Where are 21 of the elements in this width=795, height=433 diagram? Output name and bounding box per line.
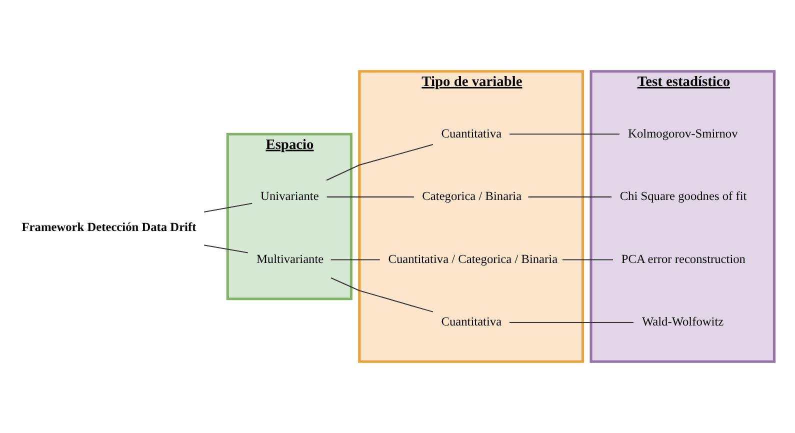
node-text: Cuantitativa / Categorica / Binaria: [388, 252, 558, 266]
node-text: Cuantitativa: [440, 126, 502, 140]
connector: [326, 144, 433, 181]
node-text: Wald-Wolfowitz: [641, 314, 724, 329]
node-text: Kolmogorov-Smirnov: [628, 126, 738, 140]
connector: [562, 259, 613, 260]
connector: [330, 259, 380, 260]
node-text: Framework Detección Data Drift: [21, 220, 196, 234]
connector: [509, 322, 633, 324]
node-text: Univariante: [260, 189, 318, 204]
node-text: Categorica / Binaria: [422, 189, 522, 204]
connector: [203, 202, 252, 213]
node-text: Cuantitativa: [440, 314, 502, 329]
connector: [330, 277, 433, 312]
connector: [203, 244, 248, 254]
node-text: Multivariante: [256, 252, 324, 266]
connector: [528, 196, 611, 198]
connector: [326, 196, 414, 198]
connector: [509, 134, 619, 135]
node-text: Chi Square goodnes of fit: [619, 189, 746, 204]
node-text: PCA error reconstruction: [620, 252, 745, 266]
